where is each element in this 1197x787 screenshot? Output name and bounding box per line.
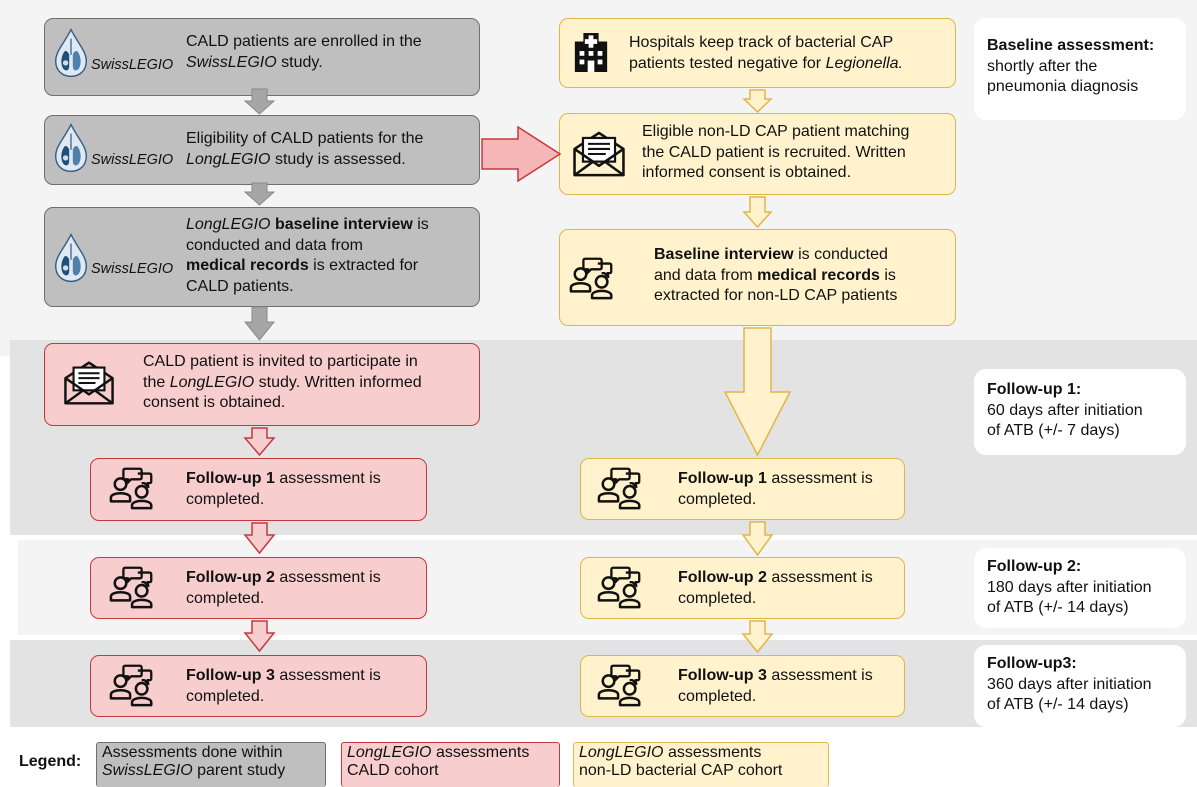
timeline-followup-2-card: Follow-up 2: 180 days after initiation o… — [974, 548, 1186, 628]
cald-followup-1-text: Follow-up 1 assessment is completed. — [186, 470, 381, 508]
cald-followup-2-box: Follow-up 2 assessment is completed. — [90, 557, 427, 619]
yellow-arrow-4 — [741, 620, 774, 654]
gray-arrow-2 — [243, 182, 276, 206]
non-ld-followup-2-text: Follow-up 2 assessment is completed. — [678, 569, 873, 607]
cald-baseline-text: LongLEGIO baseline interview is conducte… — [186, 216, 429, 295]
swisslegio-logo-text: SwissLEGIO — [91, 152, 174, 168]
red-arrow-1 — [243, 427, 276, 457]
non-ld-baseline-interview-box: Baseline interview is conducted and data… — [559, 229, 956, 326]
cald-invitation-text: CALD patient is invited to participate i… — [143, 353, 422, 411]
yellow-arrow-3 — [741, 521, 774, 557]
timeline-baseline-card: Baseline assessment: shortly after the p… — [974, 18, 1186, 120]
timeline-baseline-text: Baseline assessment: shortly after the p… — [987, 37, 1155, 95]
non-ld-followup-1-text: Follow-up 1 assessment is completed. — [678, 470, 873, 508]
non-ld-followup-3-box: Follow-up 3 assessment is completed. — [580, 655, 905, 717]
hospital-tracking-box: Hospitals keep track of bacterial CAP pa… — [559, 18, 956, 88]
timeline-followup-1-card: Follow-up 1: 60 days after initiation of… — [974, 369, 1186, 455]
yellow-arrow-1 — [742, 89, 773, 114]
timeline-followup-1-text: Follow-up 1: 60 days after initiation of… — [987, 381, 1143, 439]
swisslegio-enrollment-box: SwissLEGIO CALD patients are enrolled in… — [44, 18, 480, 96]
non-ld-baseline-text: Baseline interview is conducted and data… — [654, 246, 898, 304]
red-arrow-3 — [243, 620, 276, 653]
eligibility-text: Eligibility of CALD patients for the Lon… — [186, 130, 424, 168]
gray-arrow-3 — [243, 306, 276, 341]
non-ld-followup-1-box: Follow-up 1 assessment is completed. — [580, 458, 905, 520]
yellow-arrow-long — [723, 327, 792, 457]
legend-gray-swatch: Assessments done within SwissLEGIO paren… — [96, 742, 326, 787]
legend-yellow-swatch: LongLEGIO assessments non-LD bacterial C… — [573, 742, 829, 787]
non-ld-followup-3-text: Follow-up 3 assessment is completed. — [678, 667, 873, 705]
swisslegio-logo-text: SwissLEGIO — [91, 57, 174, 73]
red-arrow-2 — [243, 522, 276, 555]
timeline-followup-3-text: Follow-up3: 360 days after initiation of… — [987, 655, 1152, 713]
cald-followup-3-text: Follow-up 3 assessment is completed. — [186, 667, 381, 705]
timeline-followup-2-text: Follow-up 2: 180 days after initiation o… — [987, 558, 1152, 616]
gray-arrow-1 — [243, 88, 276, 115]
cald-followup-1-box: Follow-up 1 assessment is completed. — [90, 458, 427, 521]
cald-followup-3-box: Follow-up 3 assessment is completed. — [90, 655, 427, 717]
non-ld-recruitment-box: Eligible non-LD CAP patient matching the… — [559, 113, 956, 195]
non-ld-followup-2-box: Follow-up 2 assessment is completed. — [580, 557, 905, 619]
cald-followup-2-text: Follow-up 2 assessment is completed. — [186, 569, 381, 607]
cald-invitation-box: CALD patient is invited to participate i… — [44, 343, 480, 426]
timeline-followup-3-card: Follow-up3: 360 days after initiation of… — [974, 645, 1186, 727]
enrollment-text: CALD patients are enrolled in the SwissL… — [186, 33, 422, 71]
swisslegio-logo-text: SwissLEGIO — [91, 261, 174, 277]
non-ld-recruitment-text: Eligible non-LD CAP patient matching the… — [642, 123, 910, 181]
red-right-arrow — [481, 125, 562, 183]
legend-label: Legend: — [19, 753, 82, 770]
legend-red-swatch: LongLEGIO assessments CALD cohort — [341, 742, 560, 787]
hospital-tracking-text: Hospitals keep track of bacterial CAP pa… — [629, 34, 903, 72]
yellow-arrow-2 — [742, 196, 773, 229]
eligibility-assessment-box: SwissLEGIO Eligibility of CALD patients … — [44, 115, 480, 185]
